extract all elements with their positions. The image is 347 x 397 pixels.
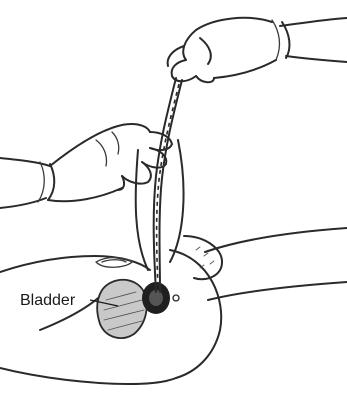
catheter-tube — [154, 78, 182, 292]
genital-region — [136, 140, 222, 279]
bladder-shape — [97, 280, 147, 338]
bladder-label: Bladder — [20, 292, 76, 309]
lower-gloved-hand — [0, 124, 172, 208]
upper-gloved-hand — [168, 18, 347, 82]
